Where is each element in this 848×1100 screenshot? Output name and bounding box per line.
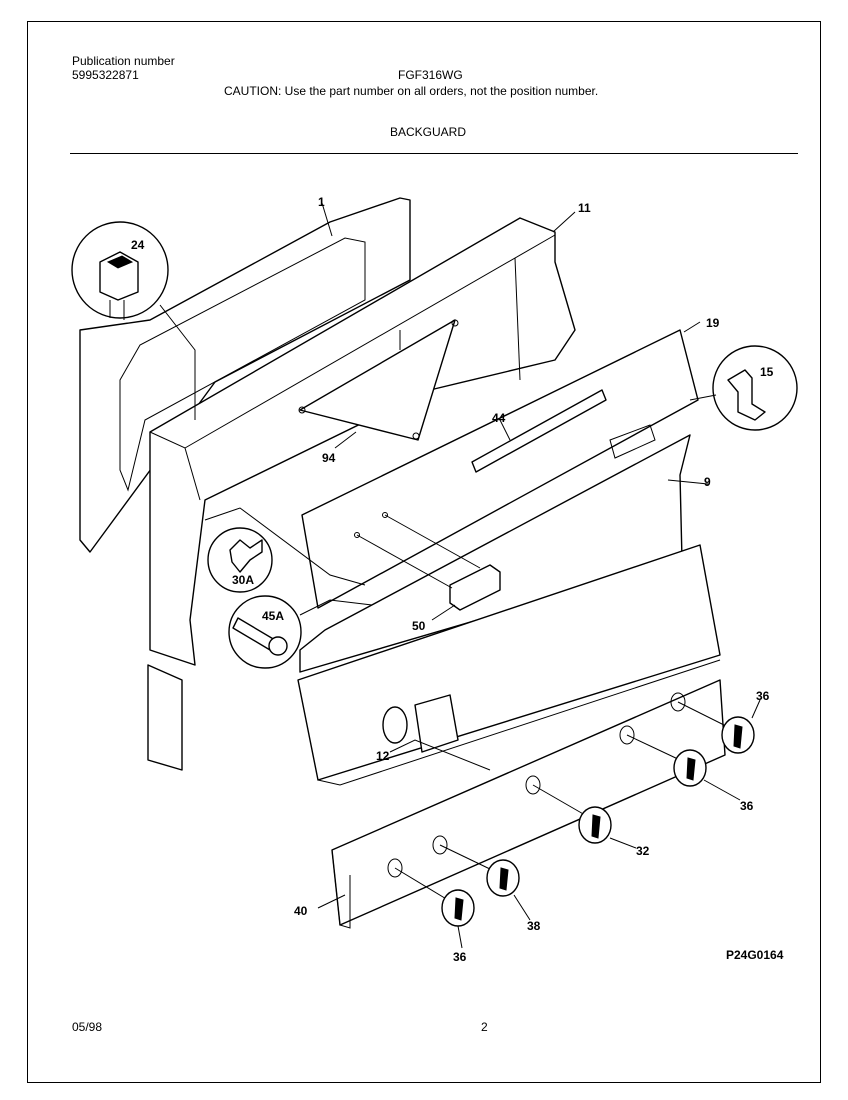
part-44-trim-strip	[471, 389, 607, 473]
caution-note: CAUTION: Use the part number on all orde…	[224, 84, 599, 98]
callout-36-mid: 36	[740, 799, 754, 813]
callout-44: 44	[492, 411, 506, 425]
page-frame	[27, 21, 821, 1083]
part-50-actuator	[354, 512, 501, 621]
callout-38: 38	[527, 919, 541, 933]
callout-50: 50	[412, 619, 426, 633]
publication-number: 5995322871	[72, 68, 139, 82]
callout-30a: 30A	[232, 573, 254, 587]
header-divider	[70, 153, 798, 154]
part-side-post	[147, 664, 183, 771]
callout-11: 11	[578, 201, 591, 215]
part-15-clip	[689, 345, 798, 431]
callout-12: 12	[376, 749, 390, 763]
part-30a-wing-nut	[204, 507, 366, 593]
part-94-bracket	[298, 319, 459, 449]
part-24-rocker-switch	[71, 221, 196, 420]
part-1-rear-panel	[79, 197, 411, 553]
callout-36-top: 36	[756, 689, 770, 703]
knob-36-right-top	[677, 699, 761, 754]
part-45a-screw	[228, 595, 373, 669]
knob-32	[532, 784, 637, 849]
callout-1: 1	[318, 195, 325, 209]
part-40-lower-control-panel	[317, 679, 726, 929]
callout-94: 94	[322, 451, 336, 465]
callout-19: 19	[706, 316, 720, 330]
knob-38	[439, 844, 531, 921]
part-12-igniter-switch	[382, 694, 491, 771]
callout-40: 40	[294, 904, 308, 918]
callout-45a: 45A	[262, 609, 284, 623]
publication-label: Publication number	[72, 54, 175, 68]
model-number: FGF316WG	[398, 68, 463, 82]
page-number: 2	[481, 1020, 488, 1034]
knob-36-left	[394, 867, 475, 949]
knob-36-right-bottom	[626, 734, 741, 801]
callout-24: 24	[131, 238, 145, 252]
diagram-reference: P24G0164	[726, 948, 784, 962]
callout-32: 32	[636, 844, 650, 858]
section-title: BACKGUARD	[390, 125, 467, 139]
part-11-backguard-housing	[149, 211, 576, 666]
callout-15: 15	[760, 365, 774, 379]
footer-date: 05/98	[72, 1020, 103, 1034]
callout-36-bottom: 36	[453, 950, 467, 964]
callout-9: 9	[704, 475, 711, 489]
